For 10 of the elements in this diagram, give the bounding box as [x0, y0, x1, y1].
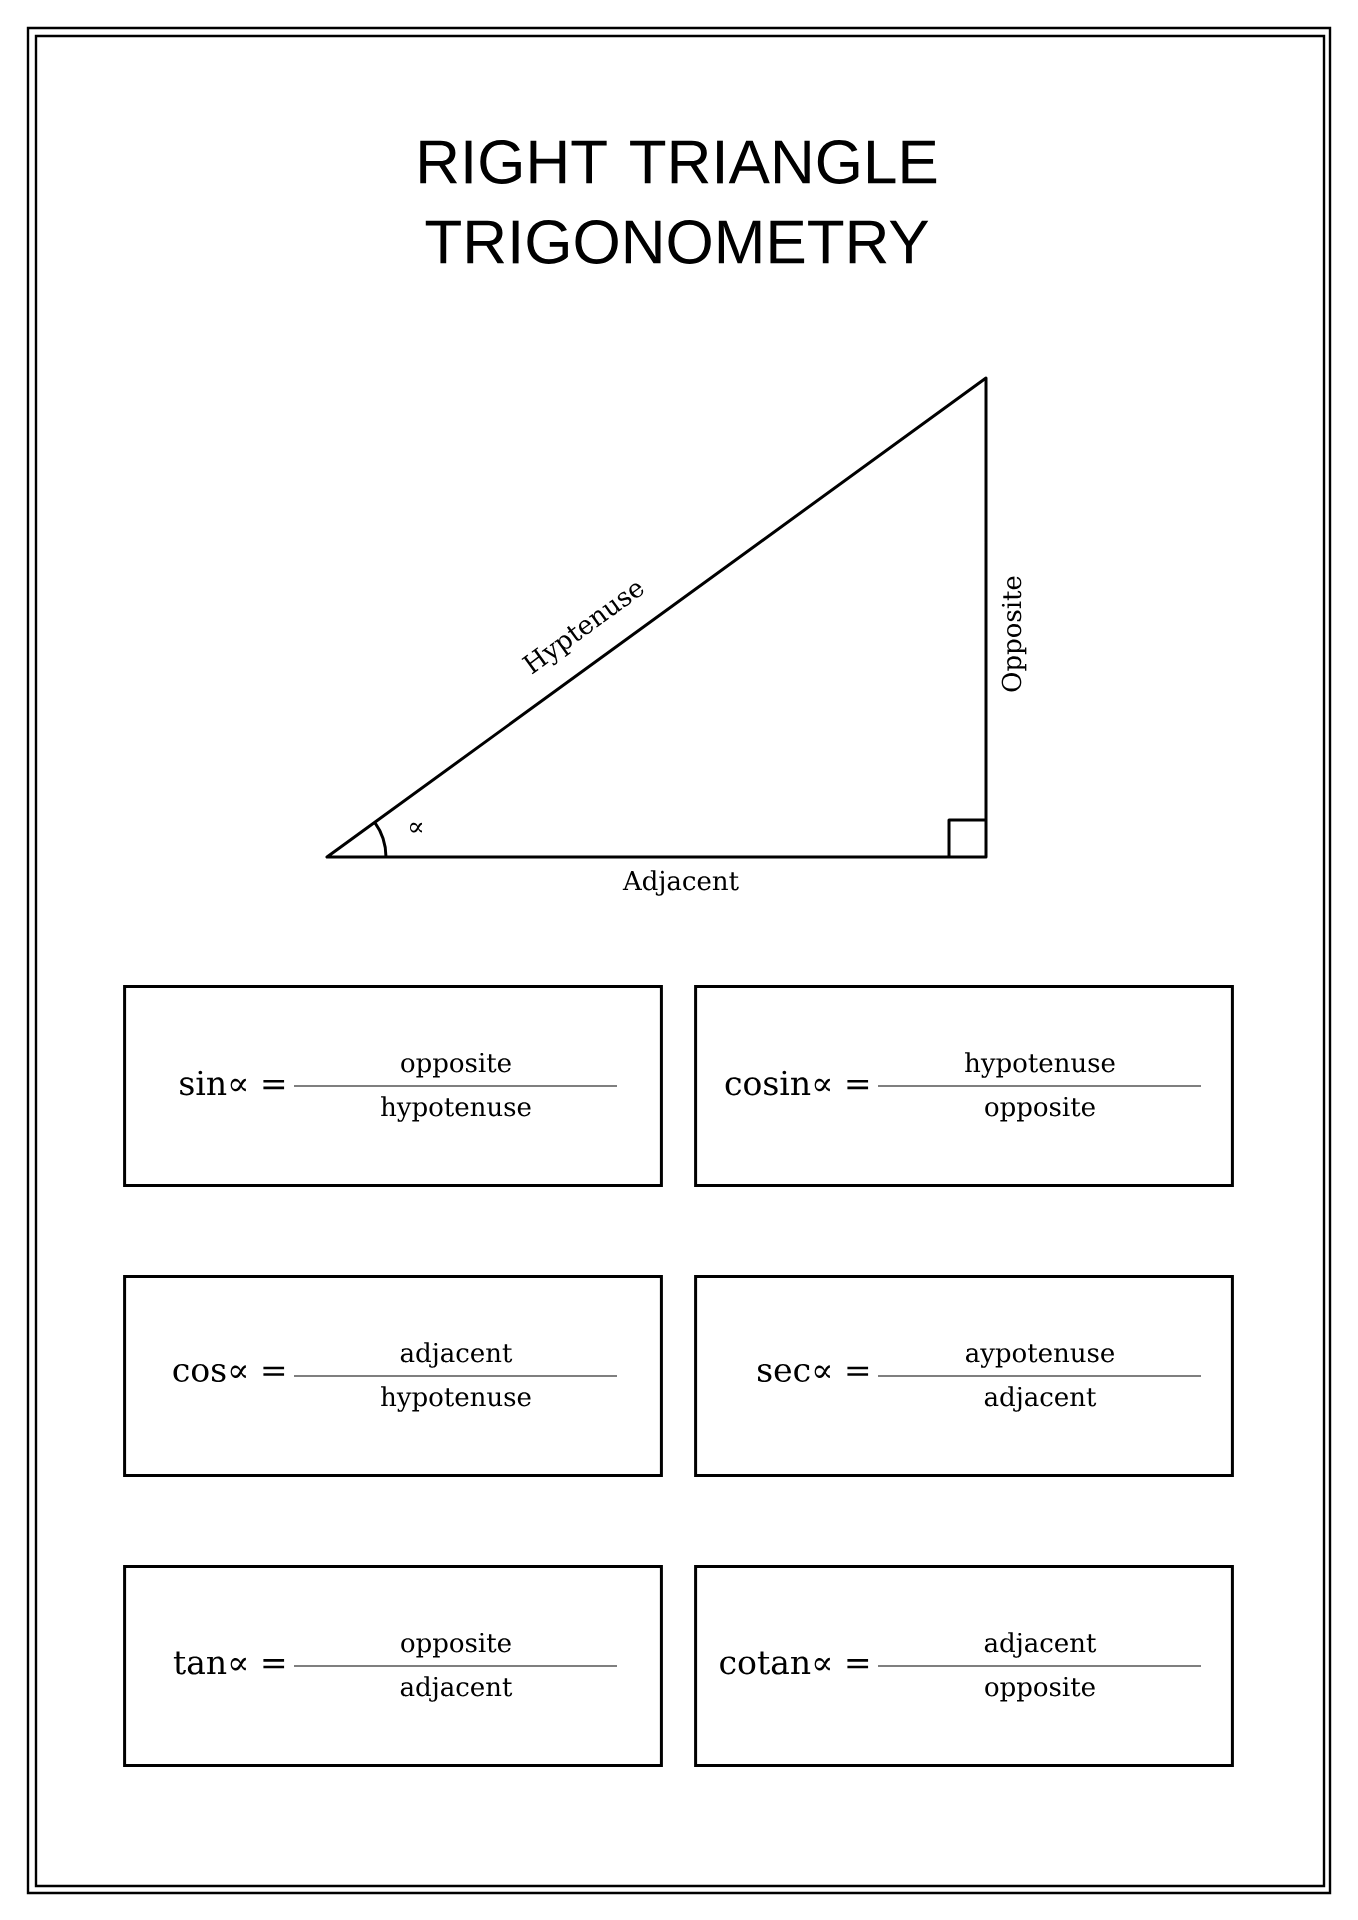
formula-box: cos∝ = adjacent hypotenuse [123, 1275, 663, 1477]
angle-label: ∝ [410, 822, 422, 833]
formula-box: sec∝ = aypotenuse adjacent [694, 1275, 1234, 1477]
title: RIGHT TRIANGLE TRIGONOMETRY [420, 140, 937, 264]
side-label: Opposite [1001, 576, 1027, 692]
formula-box: tan∝ = opposite adjacent [123, 1565, 663, 1767]
formula-box: sin∝ = opposite hypotenuse [123, 985, 663, 1187]
formula-box: cotan∝ = adjacent opposite [694, 1565, 1234, 1767]
formula-box: cosin∝ = hypotenuse opposite [694, 985, 1234, 1187]
side-label: Adjacent [622, 870, 739, 896]
